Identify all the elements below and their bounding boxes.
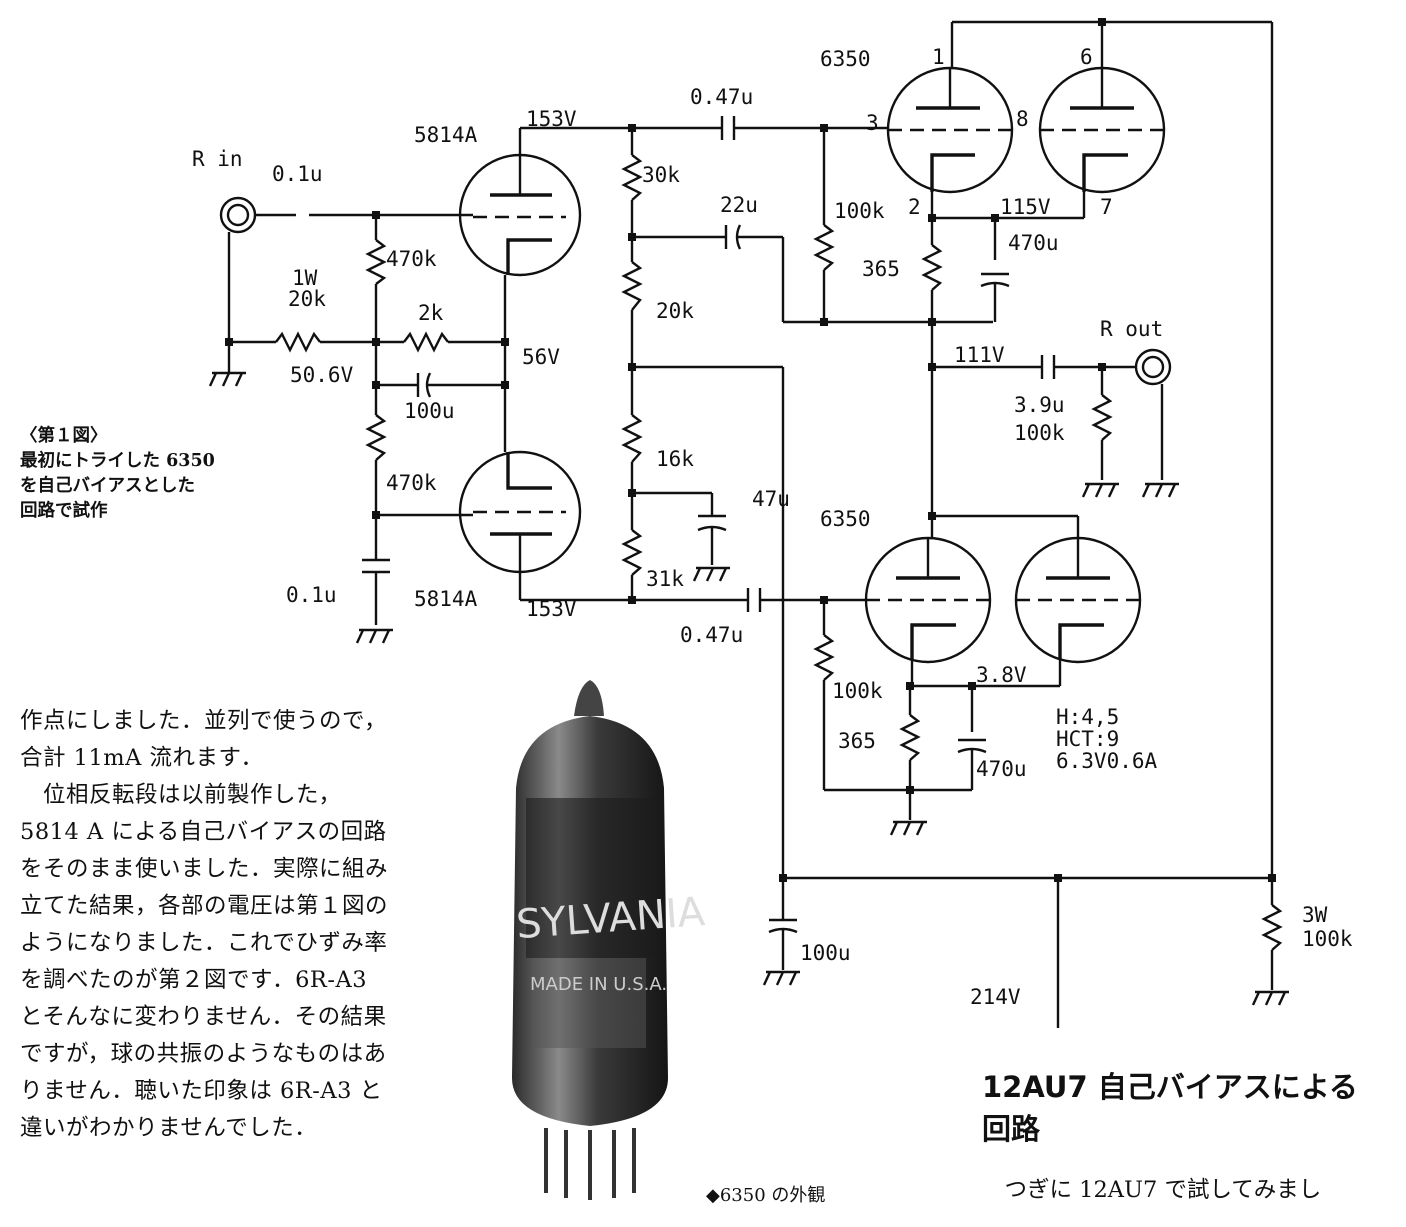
- label-pin7: 7: [1100, 195, 1113, 219]
- label-c-out: 3.9u: [1014, 393, 1065, 417]
- photo-origin: MADE IN U.S.A.: [530, 974, 667, 995]
- label-v115: 115V: [1000, 195, 1051, 219]
- label-c47: 47u: [752, 487, 790, 511]
- caption-line1: 最初にトライした 6350: [20, 451, 215, 471]
- label-tube-v3: 6350: [820, 47, 871, 71]
- schematic-labels: R in 0.1u 5814A 153V 0.47u 30k 22u 470k …: [192, 45, 1353, 1009]
- label-r1w: 1W: [292, 266, 318, 290]
- heading-line2: 回路: [982, 1112, 1041, 1146]
- label-heater-h: H:4,5: [1056, 705, 1119, 729]
- label-pin1: 1: [932, 45, 945, 69]
- label-v153-bot: 153V: [526, 597, 577, 621]
- label-tube-v4: 6350: [820, 507, 871, 531]
- label-tube-v1: 5814A: [414, 123, 478, 147]
- label-pin3: 3: [866, 111, 879, 135]
- label-c-psu: 100u: [800, 941, 851, 965]
- tube-v4-6350-bottom-right: [1014, 536, 1142, 664]
- body-text-right: つぎに 12AU7 で試してみまし: [982, 1177, 1322, 1203]
- label-v214: 214V: [970, 985, 1021, 1009]
- label-r3w: 3W: [1302, 903, 1328, 927]
- label-pin6: 6: [1080, 45, 1093, 69]
- body-line: 5814 A による自己バイアスの回路: [20, 819, 387, 845]
- label-c22: 22u: [720, 193, 758, 217]
- label-r2k: 2k: [418, 301, 444, 325]
- caption-line3: 回路で試作: [20, 501, 108, 521]
- body-line: 違いがわかりませんでした．: [20, 1115, 318, 1141]
- junction-dots: [225, 18, 1276, 882]
- label-c-in: 0.1u: [272, 162, 323, 186]
- label-r-out-100k: 100k: [1014, 421, 1065, 445]
- label-v153-top: 153V: [526, 107, 577, 131]
- label-r365-top: 365: [862, 257, 900, 281]
- body-line: をそのまま使いました．実際に組み: [20, 856, 389, 882]
- photo-caption: ◆6350 の外観: [706, 1185, 826, 1206]
- tube-v4-6350-bottom-left: [864, 536, 992, 664]
- label-c100u: 100u: [404, 399, 455, 423]
- label-heater-spec: 6.3V0.6A: [1056, 749, 1158, 773]
- body-line: 立てた結果，各部の電圧は第１図の: [20, 893, 389, 919]
- label-r365-bot: 365: [838, 729, 876, 753]
- body-text-left: 作点にしました．並列で使うので， 合計 11mA 流れます． 位相反転段は以前製…: [20, 703, 450, 1147]
- label-c-mid: 0.47u: [680, 623, 743, 647]
- caption-title: 〈第１図〉: [20, 426, 108, 446]
- body-line: 作点にしました．並列で使うので，: [20, 708, 388, 734]
- caption-line2: を自己バイアスとした: [20, 476, 195, 496]
- body-line: を調べたのが第２図です．6R-A3: [20, 967, 368, 993]
- label-c470-top: 470u: [1008, 231, 1059, 255]
- tube-6350-photo: SYLVANIA MADE IN U.S.A.: [486, 668, 714, 1210]
- label-pin2: 2: [908, 195, 921, 219]
- label-r-out: R out: [1100, 317, 1163, 341]
- label-v56: 56V: [522, 345, 560, 369]
- label-r470b: 470k: [386, 471, 437, 495]
- body-line: 位相反転段は以前製作した，: [20, 782, 342, 808]
- label-r20k: 20k: [656, 299, 694, 323]
- label-r31k: 31k: [646, 567, 684, 591]
- body-line: ですが，球の共振のようなものはあ: [20, 1041, 387, 1067]
- tube-v3-6350-top-left: [886, 66, 1014, 194]
- label-v50: 50.6V: [290, 363, 354, 387]
- label-r-in: R in: [192, 147, 243, 171]
- ground-symbols: [208, 362, 1289, 1006]
- label-r100k-top: 100k: [834, 199, 885, 223]
- label-r100k-bot: 100k: [832, 679, 883, 703]
- tube-v2-5814a-bottom: [458, 450, 582, 574]
- body-line: 合計 11mA 流れます．: [20, 745, 264, 771]
- body-line: ようになりました．これでひずみ率: [20, 930, 388, 956]
- label-v111: 111V: [954, 343, 1005, 367]
- label-heater-hct: HCT:9: [1056, 727, 1119, 751]
- label-v3-8: 3.8V: [976, 663, 1027, 687]
- label-r3w-val: 100k: [1302, 927, 1353, 951]
- label-tube-v2: 5814A: [414, 587, 478, 611]
- body-line: りません．聴いた印象は 6R-A3 と: [20, 1078, 383, 1104]
- label-c-bot: 0.1u: [286, 583, 337, 607]
- tube-v1-5814a-top: [458, 153, 582, 277]
- label-c-top: 0.47u: [690, 85, 753, 109]
- body-line: とそんなに変わりません．その結果: [20, 1004, 387, 1030]
- heading-line1: 12AU7 自己バイアスによる: [982, 1070, 1358, 1104]
- figure-caption: 〈第１図〉 最初にトライした 6350 を自己バイアスとした 回路で試作: [20, 424, 215, 524]
- label-r20k-in: 20k: [288, 287, 326, 311]
- label-c470-bot: 470u: [976, 757, 1027, 781]
- label-r470a: 470k: [386, 247, 437, 271]
- section-heading: 12AU7 自己バイアスによる 回路: [982, 1066, 1382, 1150]
- tube-v3-6350-top-right: [1038, 66, 1166, 194]
- label-r16k: 16k: [656, 447, 694, 471]
- label-pin8: 8: [1016, 107, 1029, 131]
- label-r30k: 30k: [642, 163, 680, 187]
